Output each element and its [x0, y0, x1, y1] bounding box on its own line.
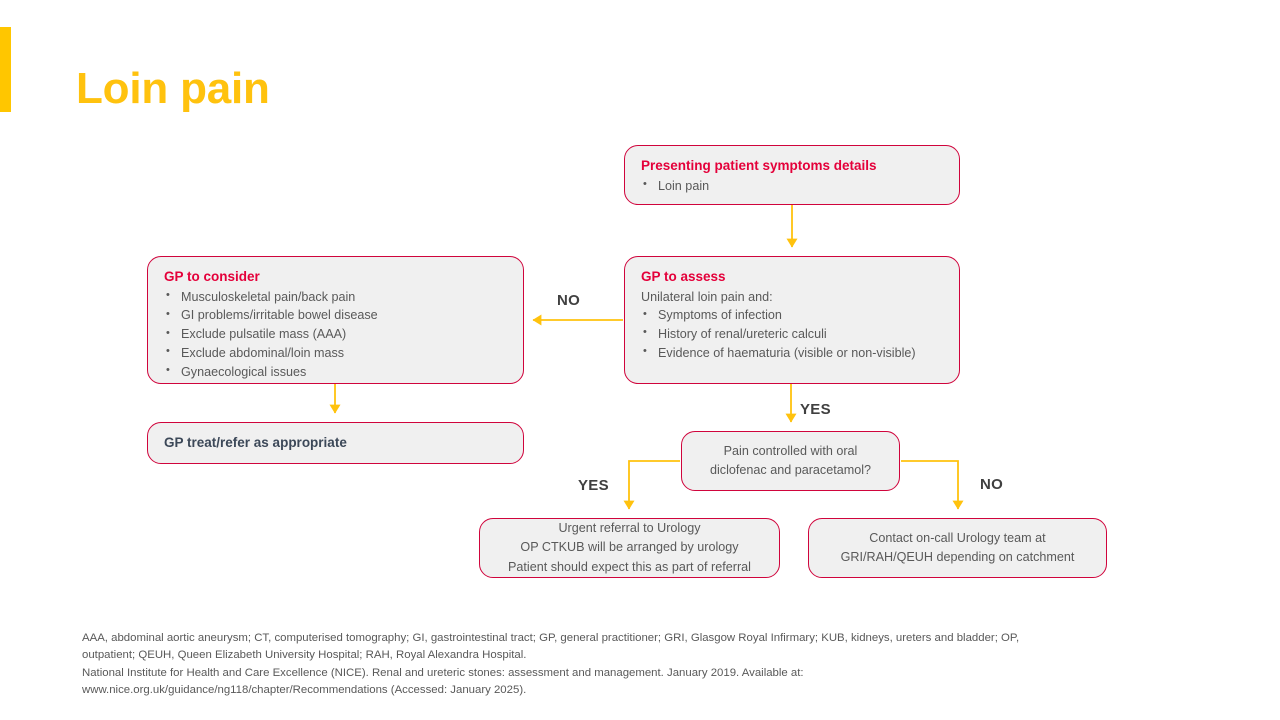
list-item: GI problems/irritable bowel disease	[164, 306, 509, 325]
node-gp-consider-heading: GP to consider	[164, 269, 260, 284]
node-gp-to-consider: GP to consider Musculoskeletal pain/back…	[147, 256, 524, 384]
text-line: OP CTKUB will be arranged by urology	[520, 540, 739, 555]
branch-label-no-question-to-oncall: NO	[980, 476, 1004, 493]
text-line: Contact on-call Urology team at	[869, 530, 1046, 545]
node-presenting-symptoms: Presenting patient symptoms details Loin…	[624, 145, 960, 205]
text-line: GRI/RAH/QEUH depending on catchment	[840, 550, 1075, 564]
text-line: Pain controlled with oral	[723, 443, 858, 458]
node-urgent-referral-urology: Urgent referral to Urology OP CTKUB will…	[479, 518, 780, 578]
list-item: Gynaecological issues	[164, 362, 509, 382]
node-presenting-heading: Presenting patient symptoms details	[641, 158, 877, 173]
node-presenting-bullets: Loin pain	[641, 176, 945, 196]
footnote-line: outpatient; QEUH, Queen Elizabeth Univer…	[82, 649, 527, 662]
footnote-line: www.nice.org.uk/guidance/ng118/chapter/R…	[82, 683, 527, 696]
branch-label-yes-assess-to-question: YES	[800, 401, 831, 418]
node-gp-to-assess: GP to assess Unilateral loin pain and: S…	[624, 256, 960, 384]
list-item: Exclude pulsatile mass (AAA)	[164, 325, 509, 344]
text-line: Urgent referral to Urology	[558, 521, 701, 536]
node-contact-oncall-urology: Contact on-call Urology team at GRI/RAH/…	[808, 518, 1107, 578]
branch-label-yes-question-to-urgent: YES	[578, 477, 609, 494]
list-item: Loin pain	[641, 176, 945, 196]
connector-question-to-oncall	[901, 460, 964, 510]
node-gp-assess-bullets: Symptoms of infection History of renal/u…	[641, 306, 945, 362]
node-oncall-text: Contact on-call Urology team at GRI/RAH/…	[841, 529, 1075, 567]
page-title: Loin pain	[76, 64, 270, 113]
list-item: Musculoskeletal pain/back pain	[164, 287, 509, 307]
footnote-line: National Institute for Health and Care E…	[82, 666, 804, 679]
node-pain-controlled-question: Pain controlled with oral diclofenac and…	[681, 431, 900, 491]
node-gp-assess-heading: GP to assess	[641, 269, 726, 284]
list-item: Symptoms of infection	[641, 306, 945, 325]
footnote-abbreviations-and-reference: AAA, abdominal aortic aneurysm; CT, comp…	[82, 630, 1202, 699]
list-item: Evidence of haematuria (visible or non-v…	[641, 343, 945, 363]
node-gp-treat-refer: GP treat/refer as appropriate	[147, 422, 524, 464]
branch-label-no-assess-to-consider: NO	[557, 292, 581, 309]
gold-accent-bar	[0, 27, 11, 112]
list-item: History of renal/ureteric calculi	[641, 324, 945, 344]
list-item: Exclude abdominal/loin mass	[164, 343, 509, 363]
node-gp-treat-heading: GP treat/refer as appropriate	[164, 434, 347, 450]
node-pain-question-text: Pain controlled with oral diclofenac and…	[710, 442, 871, 480]
text-line: diclofenac and paracetamol?	[709, 463, 872, 477]
node-urgent-referral-text: Urgent referral to Urology OP CTKUB will…	[508, 519, 751, 576]
node-gp-consider-bullets: Musculoskeletal pain/back pain GI proble…	[164, 287, 509, 382]
node-gp-assess-lead: Unilateral loin pain and:	[641, 289, 773, 304]
footnote-line: AAA, abdominal aortic aneurysm; CT, comp…	[82, 632, 1020, 644]
text-line: Patient should expect this as part of re…	[508, 559, 751, 574]
connector-question-to-urgent	[623, 460, 680, 510]
